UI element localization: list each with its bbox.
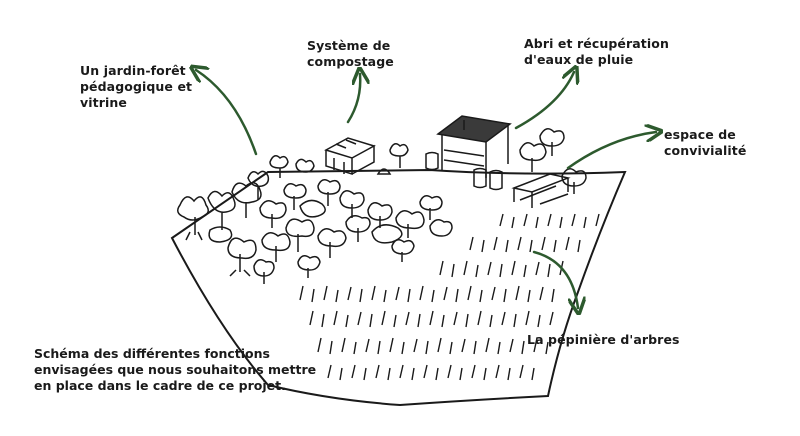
picnic-tables bbox=[511, 168, 587, 208]
compost-bins bbox=[324, 137, 392, 176]
arrow-jardin-foret bbox=[196, 70, 258, 156]
arrow-compostage bbox=[346, 74, 360, 124]
forest-garden-shrubs bbox=[177, 143, 453, 284]
arrow-convivialite bbox=[566, 132, 656, 170]
callout-arrows bbox=[196, 70, 656, 308]
nursery-rows bbox=[299, 213, 600, 381]
label-compostage: Système de compostage bbox=[307, 38, 394, 69]
rainwater-shelter bbox=[425, 115, 565, 191]
arrow-abri bbox=[514, 72, 574, 130]
ground-plot bbox=[170, 168, 627, 407]
label-abri: Abri et récupération d'eaux de pluie bbox=[524, 36, 669, 67]
label-pepiniere: La pépinière d'arbres bbox=[527, 332, 680, 347]
label-convivialite: espace de convivialité bbox=[664, 127, 747, 158]
label-jardin-foret: Un jardin-forêt pédagogique et vitrine bbox=[80, 63, 193, 110]
diagram-caption: Schéma des différentes fonctions envisag… bbox=[34, 346, 317, 393]
arrow-pepiniere bbox=[532, 250, 578, 308]
